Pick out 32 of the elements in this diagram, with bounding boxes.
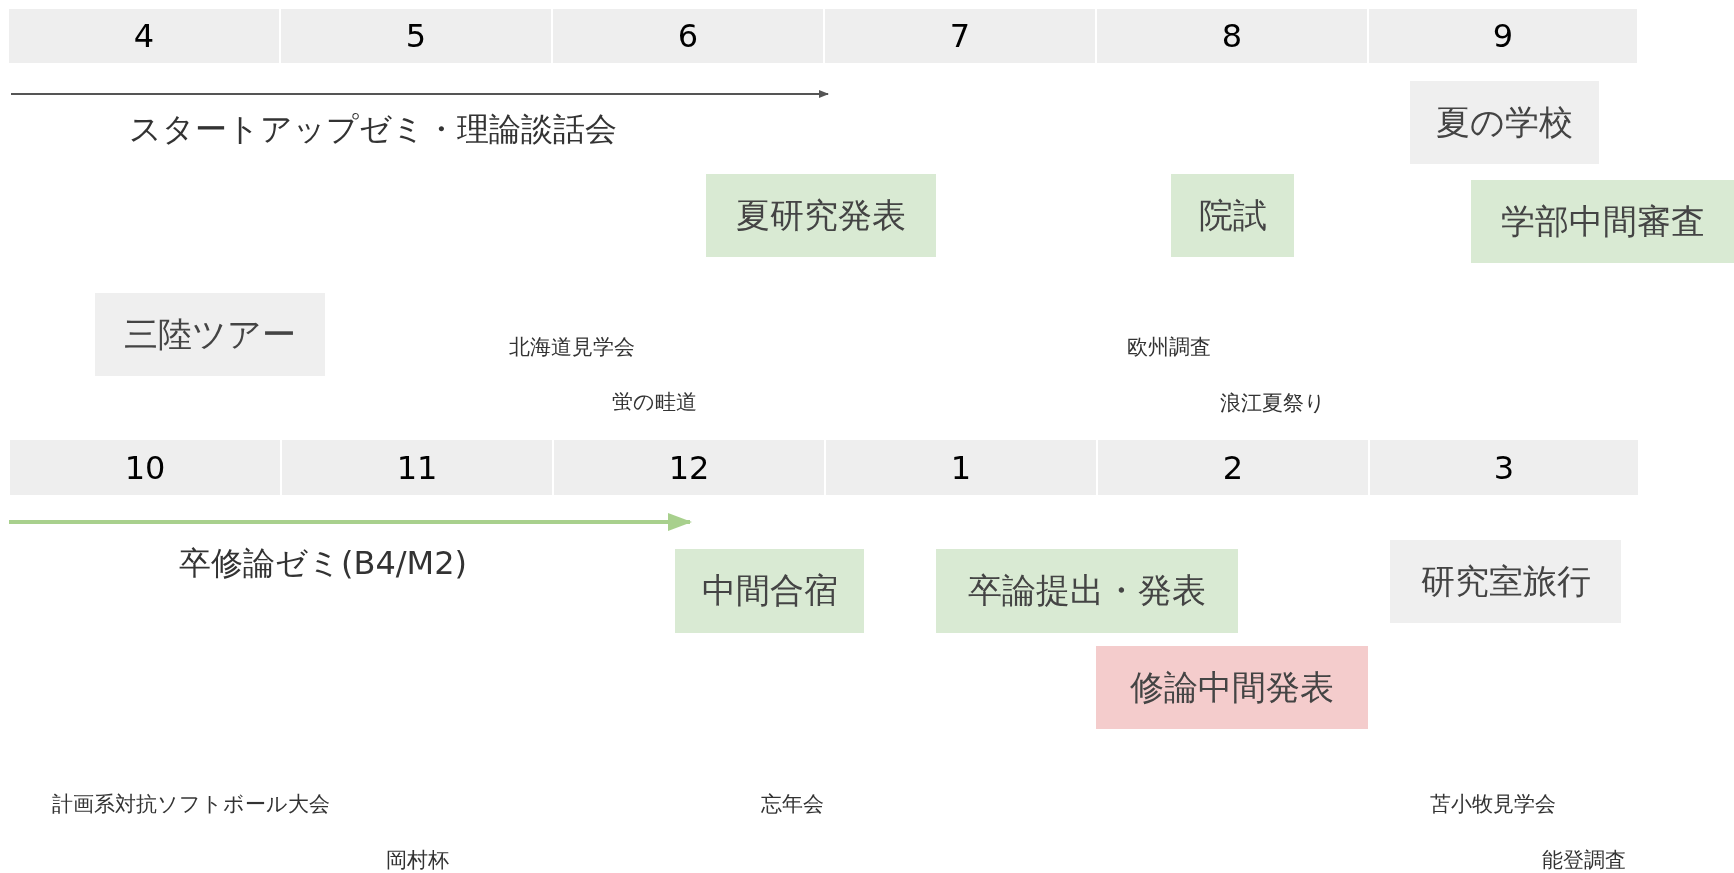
month-header-cell: 3 xyxy=(1370,440,1638,495)
period-label: スタートアップゼミ・理論談話会 xyxy=(129,109,617,150)
month-header-cell: 5 xyxy=(281,9,551,63)
month-header-cell: 8 xyxy=(1097,9,1367,63)
month-header-cell: 11 xyxy=(282,440,552,495)
event-label: 欧州調査 xyxy=(1127,334,1211,361)
event-box: 夏の学校 xyxy=(1410,81,1599,164)
event-box: 卒論提出・発表 xyxy=(936,549,1238,633)
event-label: 計画系対抗ソフトボール大会 xyxy=(52,791,330,818)
event-label: 岡村杯 xyxy=(385,847,449,873)
event-box: 中間合宿 xyxy=(675,549,864,633)
event-box: 学部中間審査 xyxy=(1471,180,1734,263)
event-label: 浪江夏祭り xyxy=(1220,390,1326,417)
event-label: 忘年会 xyxy=(760,791,824,818)
period-label: 卒修論ゼミ(B4/M2) xyxy=(179,543,467,584)
month-header-cell: 10 xyxy=(10,440,280,495)
month-header-cell: 12 xyxy=(554,440,824,495)
month-header-cell: 7 xyxy=(825,9,1095,63)
month-header-cell: 1 xyxy=(826,440,1096,495)
event-label: 北海道見学会 xyxy=(509,334,635,361)
month-header-cell: 2 xyxy=(1098,440,1368,495)
event-label: 能登調査 xyxy=(1542,847,1626,873)
event-label: 苫小牧見学会 xyxy=(1430,791,1556,818)
event-box: 院試 xyxy=(1171,174,1294,257)
month-header-cell: 4 xyxy=(9,9,279,63)
event-box: 三陸ツアー xyxy=(95,293,325,376)
event-box: 夏研究発表 xyxy=(706,174,936,257)
event-box: 研究室旅行 xyxy=(1390,540,1621,623)
month-header-cell: 9 xyxy=(1369,9,1637,63)
event-box: 修論中間発表 xyxy=(1096,646,1368,729)
month-header-cell: 6 xyxy=(553,9,823,63)
event-label: 蛍の畦道 xyxy=(611,389,697,416)
